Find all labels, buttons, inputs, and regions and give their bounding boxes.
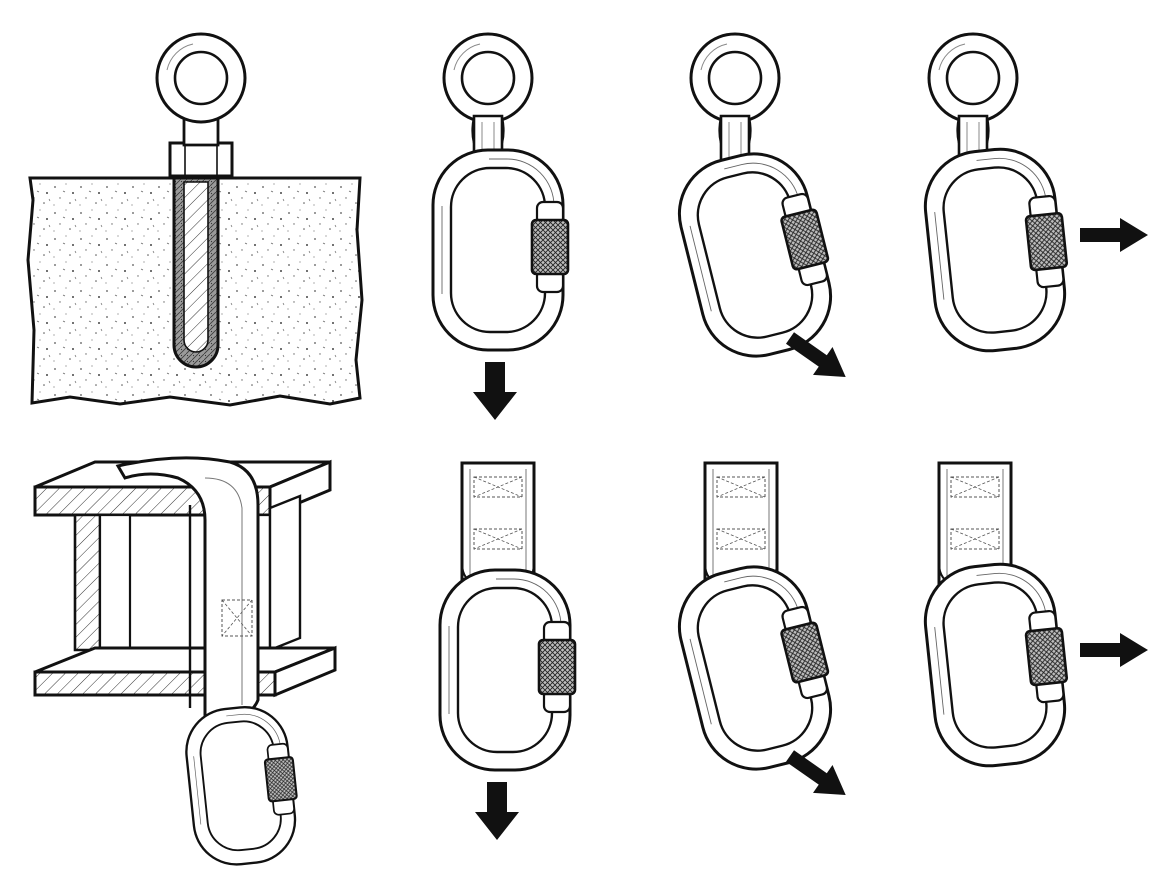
- carabiner-icon: [691, 34, 779, 170]
- carabiner-icon: [918, 141, 1077, 358]
- carabiner-icon: [431, 148, 570, 352]
- carabiner-icon: [180, 701, 305, 870]
- carabiner-icon: [918, 556, 1077, 773]
- carabiner-icon: [438, 568, 577, 772]
- arrow-icon: [1080, 218, 1148, 252]
- arrow-icon: [1080, 633, 1148, 667]
- arrow-icon: [475, 782, 519, 840]
- i-beam-icon: [33, 459, 337, 698]
- webbing-sling-icon: [460, 461, 536, 587]
- carabiner-icon: [666, 552, 849, 783]
- eye-bolt-icon: [155, 32, 247, 369]
- carabiner-icon: [666, 139, 849, 370]
- arrow-icon: [473, 362, 517, 420]
